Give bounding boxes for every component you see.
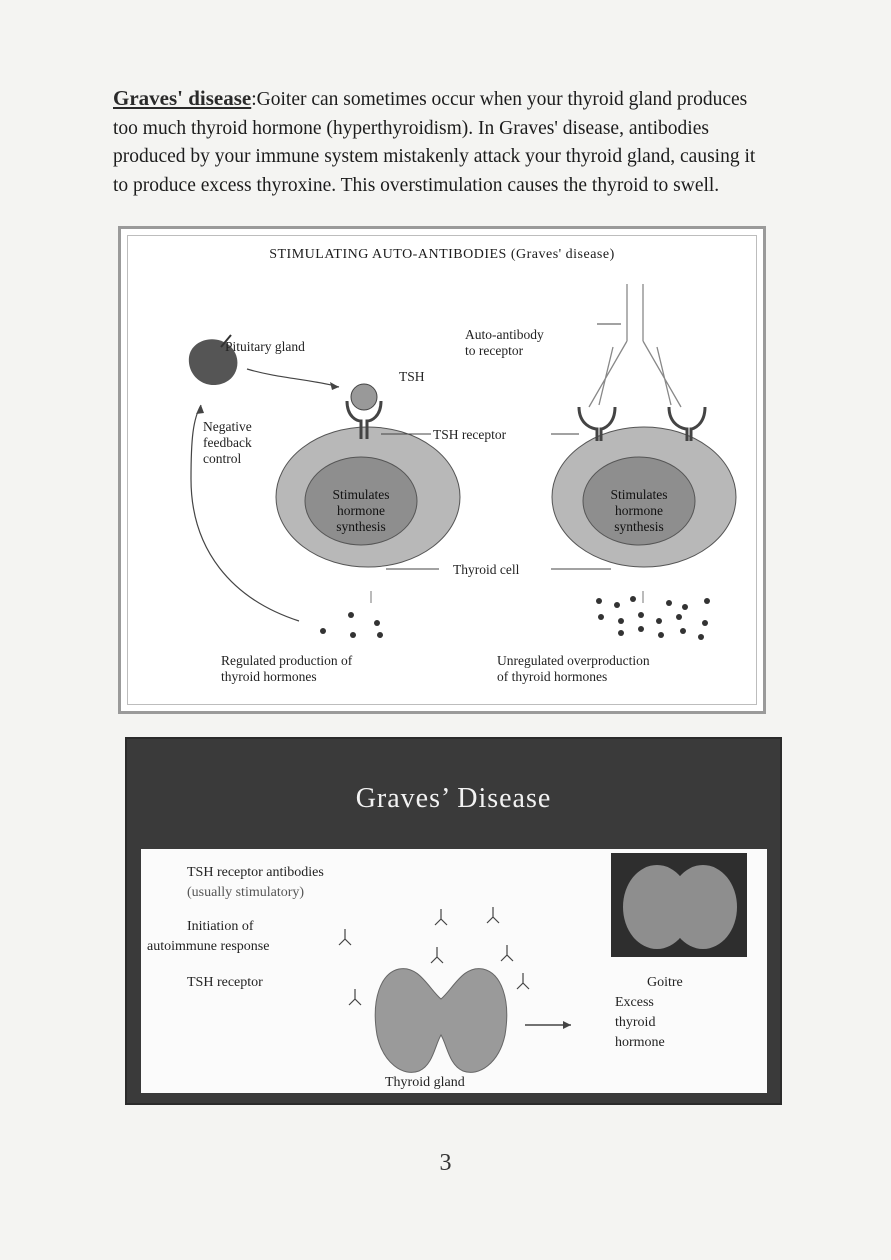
unregulated-receptor-left [577, 406, 617, 441]
regulated-line-1: Regulated production of [221, 653, 353, 668]
label-tsh-receptor-antibodies: TSH receptor antibodies [187, 865, 324, 880]
stimulates-line-2: hormone [337, 503, 385, 518]
label-regulated-production: Regulated production of thyroid hormones [221, 653, 352, 685]
stimulates-line-3: synthesis [614, 519, 664, 534]
label-pituitary-gland: Pituitary gland [225, 339, 305, 354]
arrow-pituitary-to-tsh [246, 368, 340, 388]
label-thyroid-cell: Thyroid cell [453, 562, 520, 577]
label-tsh: TSH [399, 369, 425, 384]
autoantibody-line-2: to receptor [465, 343, 524, 358]
auto-antibody [588, 284, 682, 408]
unregulated-cell-nucleus [582, 456, 696, 546]
intro-paragraph: Graves' disease:Goiter can sometimes occ… [113, 84, 763, 200]
goitre-lobe-right [669, 865, 737, 949]
label-thyroid-gland: Thyroid gland [385, 1075, 465, 1090]
autoantibody-line-1: Auto-antibody [465, 327, 544, 342]
label-usually-stimulatory: (usually stimulatory) [187, 885, 305, 900]
slide-illustration [338, 853, 747, 1073]
stimulates-line-1: Stimulates [332, 487, 390, 502]
stimulates-line-2: hormone [615, 503, 663, 518]
antibody-symbols [338, 907, 530, 1006]
paragraph-text: :Goiter can sometimes occur when your th… [113, 89, 756, 196]
feedback-line-2: feedback [203, 435, 252, 450]
figure-graves-disease-slide: Graves’ Disease TSH receptor antibod [125, 737, 782, 1105]
label-excess-thyroid-hormone: Excess thyroid hormone [615, 993, 665, 1053]
slide-panel: TSH receptor antibodies (usually stimula… [141, 849, 767, 1093]
unregulated-receptor-right [667, 406, 707, 441]
pituitary-stalk [220, 334, 232, 348]
unregulated-line-1: Unregulated overproduction [497, 653, 650, 668]
thyroid-gland-shape [374, 968, 508, 1073]
label-negative-feedback: Negative feedback control [203, 419, 252, 467]
arrowhead [563, 1021, 571, 1029]
label-goitre: Goitre [647, 975, 683, 990]
stimulates-line-1: Stimulates [610, 487, 668, 502]
figure1-illustration [188, 284, 737, 640]
regulated-hormone-dots [320, 612, 383, 638]
figure-stimulating-autoantibodies: STIMULATING AUTO-ANTIBODIES (Graves' dis… [118, 226, 766, 714]
label-unregulated-overproduction: Unregulated overproduction of thyroid ho… [497, 653, 650, 685]
excess-line-1: Excess [615, 995, 654, 1010]
feedback-line-1: Negative [203, 419, 252, 434]
excess-line-3: hormone [615, 1035, 665, 1050]
arrowhead [196, 405, 204, 414]
pituitary-gland-shape [188, 339, 238, 386]
unregulated-hormone-dots [596, 596, 710, 640]
negative-feedback-arrow [190, 404, 300, 622]
label-autoimmune-response: autoimmune response [147, 939, 270, 954]
label-stimulates-right: Stimulates hormone synthesis [593, 487, 685, 535]
tsh-molecule [350, 383, 378, 411]
slide-title: Graves’ Disease [355, 783, 552, 814]
page-number: 3 [439, 1150, 452, 1176]
unregulated-line-2: of thyroid hormones [497, 669, 608, 684]
label-tsh-receptor: TSH receptor [433, 427, 507, 442]
arrowhead [330, 382, 339, 390]
label-stimulates-left: Stimulates hormone synthesis [315, 487, 407, 535]
feedback-line-3: control [203, 451, 242, 466]
stimulates-line-3: synthesis [336, 519, 386, 534]
regulated-line-2: thyroid hormones [221, 669, 317, 684]
figure1-title: STIMULATING AUTO-ANTIBODIES (Graves' dis… [269, 247, 615, 262]
figure1-inner-border [127, 235, 757, 705]
excess-line-2: thyroid [615, 1015, 656, 1030]
label-tsh-receptor-slide: TSH receptor [187, 975, 263, 990]
regulated-tsh-receptor [345, 400, 383, 439]
label-initiation: Initiation of [187, 919, 254, 934]
term-graves-disease: Graves' disease [113, 86, 252, 110]
regulated-cell-nucleus [304, 456, 418, 546]
label-auto-antibody: Auto-antibody to receptor [465, 327, 544, 359]
